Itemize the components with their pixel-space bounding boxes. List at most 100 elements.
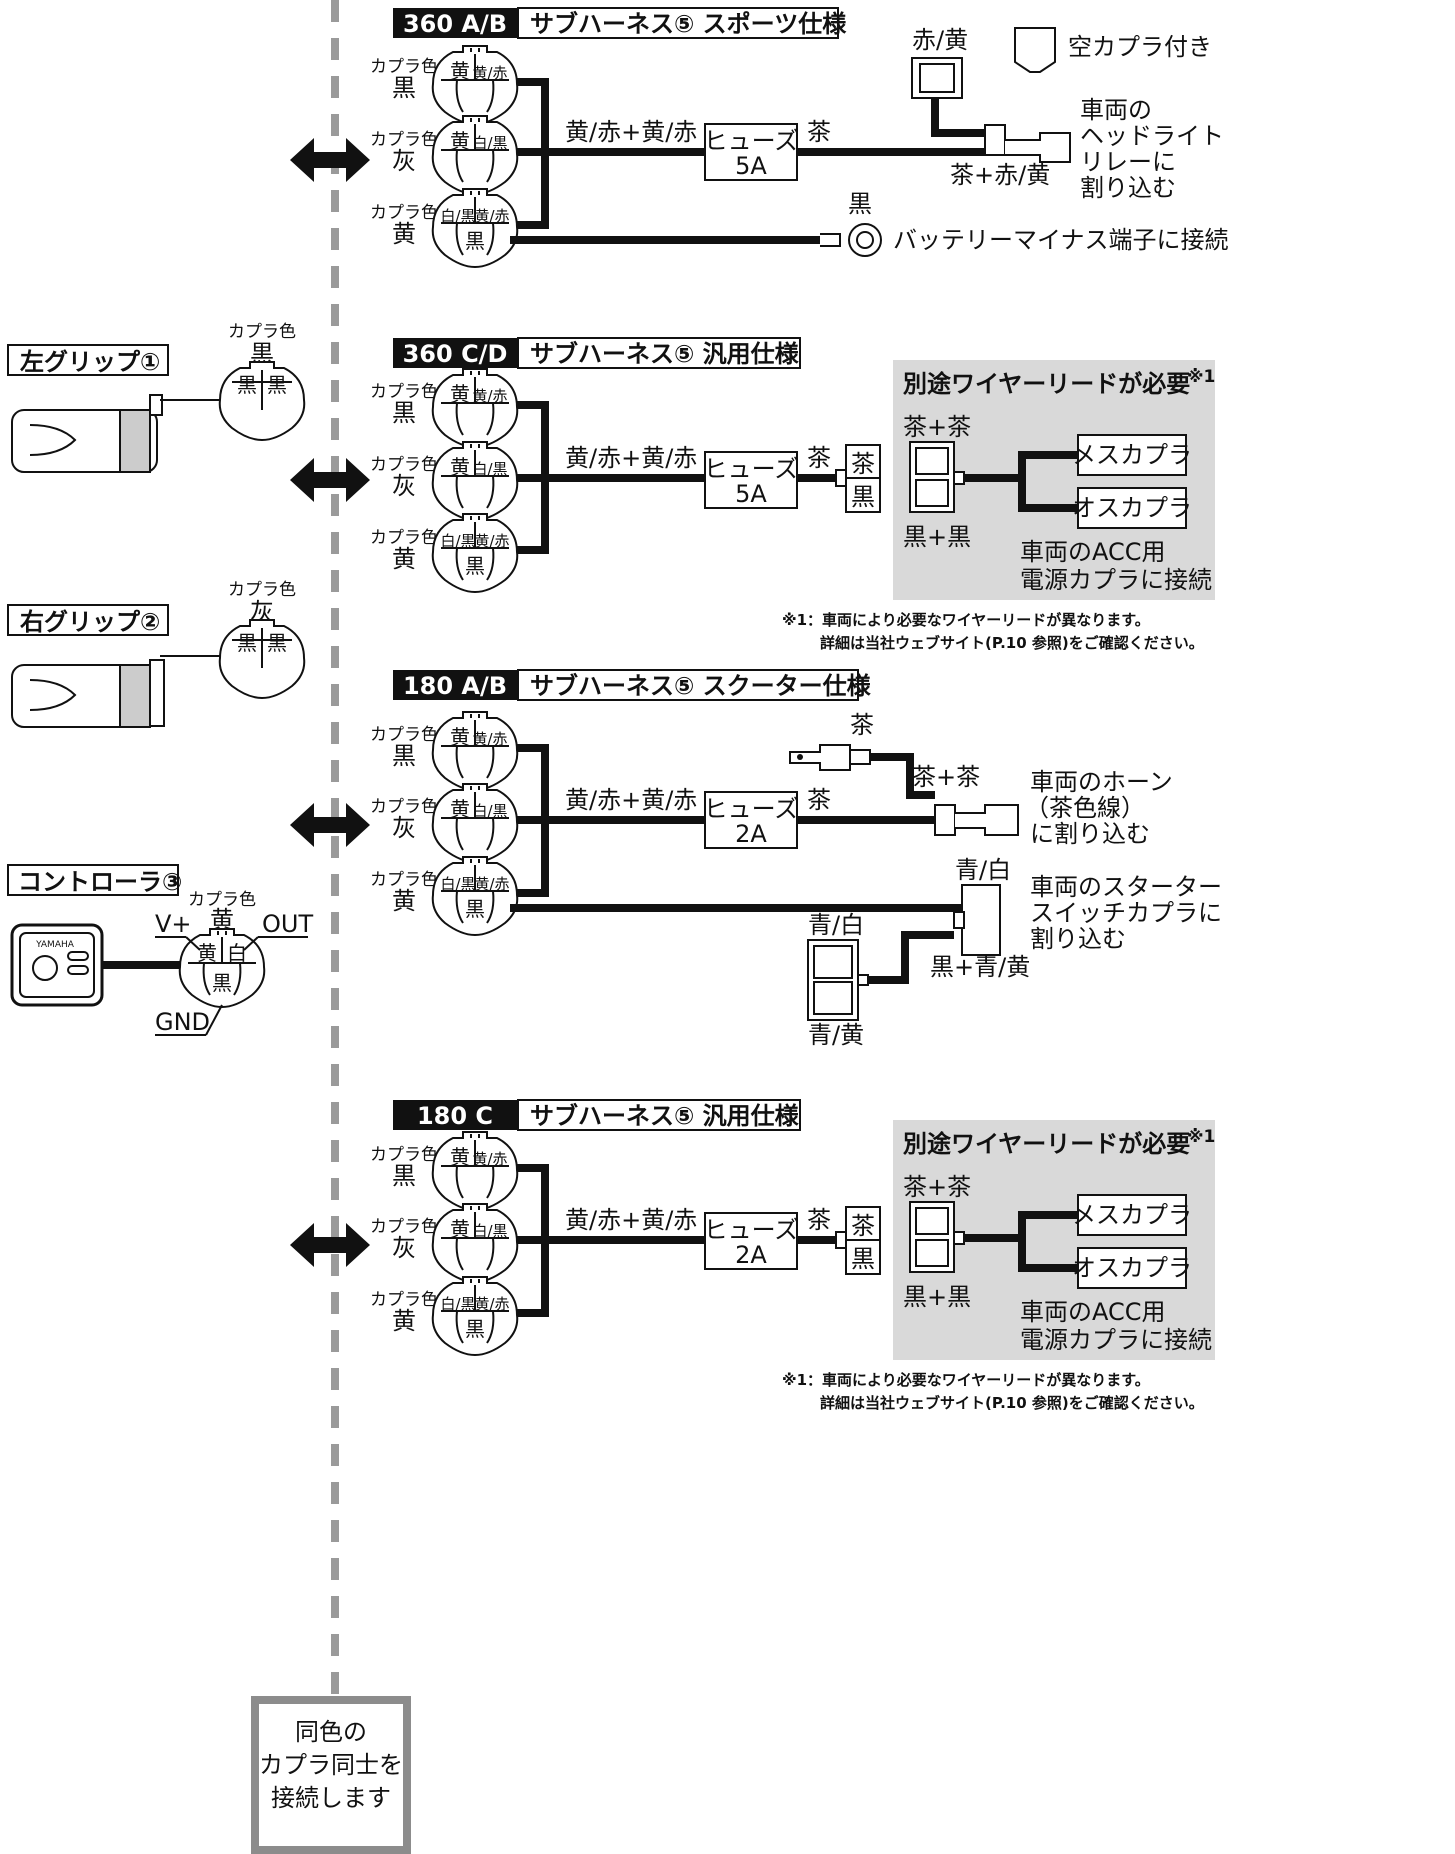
- svg-text:黄/赤: 黄/赤: [474, 532, 509, 550]
- controller-block: コントローラ③ YAMAHA カプラ色 黄 黄 白 黒 V+ OUT GND: [7, 864, 313, 1036]
- svg-text:黄/赤: 黄/赤: [474, 207, 509, 225]
- svg-text:黄/赤: 黄/赤: [472, 64, 507, 82]
- svg-text:カプラ色: カプラ色: [370, 870, 438, 890]
- svg-text:黄/赤+黄/赤: 黄/赤+黄/赤: [565, 444, 697, 472]
- svg-text:灰: 灰: [392, 472, 416, 500]
- s1-coupler-black: [431, 45, 519, 125]
- s3-blue-white2: 青/白: [808, 911, 864, 939]
- s1-vehicle1: 車両の: [1080, 96, 1152, 124]
- right-grip-pin1: 黒: [237, 631, 257, 655]
- s1-c3-label: カプラ色: [370, 203, 438, 223]
- svg-text:灰: 灰: [392, 814, 416, 842]
- svg-text:黄: 黄: [450, 129, 470, 153]
- connect-note-line1: 同色の: [295, 1718, 367, 1746]
- controller-gnd: GND: [155, 1008, 210, 1036]
- controller-pin-yellow: 黄: [197, 941, 217, 965]
- grip-icon: [11, 659, 165, 728]
- section1-title: サブハーネス⑤ スポーツ仕様: [530, 10, 847, 38]
- s1-c2-label: カプラ色: [370, 130, 438, 150]
- s3-horn2: （茶色線）: [1025, 794, 1145, 822]
- connect-arrow: [290, 1223, 370, 1267]
- section3-model: 180 A/B: [403, 672, 507, 700]
- svg-text:黄: 黄: [450, 59, 470, 83]
- section-360ab: 360 A/B サブハーネス⑤ スポーツ仕様 カプラ色 黒 黄 黄/赤 カプラ色…: [290, 7, 1229, 268]
- svg-text:カプラ色: カプラ色: [370, 1290, 438, 1310]
- controller-pin-black: 黒: [212, 971, 232, 995]
- connect-note-box: 同色の カプラ同士を 接続します: [251, 1696, 411, 1854]
- s3-top-brown: 茶: [850, 711, 874, 739]
- s1-splice-color: 茶+赤/黄: [950, 161, 1050, 189]
- s1-coupler-yellow: [431, 188, 519, 268]
- s1-vehicle3: リレーに: [1080, 148, 1176, 176]
- svg-text:白/黒: 白/黒: [440, 875, 475, 893]
- s4-kk: 黒+黒: [903, 1283, 971, 1311]
- svg-text:白/黒: 白/黒: [440, 1295, 475, 1313]
- svg-text:黄: 黄: [392, 887, 416, 915]
- s1-c1-color: 黒: [392, 74, 416, 102]
- svg-text:黒: 黒: [465, 229, 485, 253]
- s1-vehicle4: 割り込む: [1080, 174, 1176, 202]
- svg-text:黄: 黄: [392, 545, 416, 573]
- s1-c3-color: 黄: [392, 220, 416, 248]
- s3-starter1: 車両のスターター: [1030, 873, 1222, 901]
- right-grip-coupler: [218, 619, 306, 699]
- s2-coupler-yellow: [431, 513, 519, 593]
- s3-starter3: 割り込む: [1030, 925, 1126, 953]
- s4-conn-brown: 茶: [851, 1212, 875, 1240]
- left-grip-coupler-label: カプラ色: [228, 322, 296, 342]
- section-360cd: 360 C/D サブハーネス⑤ 汎用仕様 カプラ色 黒 黄 黄/赤 カプラ色 灰…: [290, 337, 1215, 652]
- svg-text:白/黒: 白/黒: [440, 207, 475, 225]
- s4-panel-title: 別途ワイヤーリードが必要: [903, 1130, 1190, 1158]
- svg-text:黒: 黒: [392, 742, 416, 770]
- svg-text:茶: 茶: [807, 444, 831, 472]
- svg-text:黄: 黄: [450, 725, 470, 749]
- left-grip-pin2: 黒: [267, 373, 287, 397]
- controller-title: コントローラ③: [18, 868, 182, 896]
- svg-text:黒: 黒: [392, 399, 416, 427]
- s1-top-color: 赤/黄: [912, 26, 968, 54]
- left-grip-pin1: 黒: [237, 373, 257, 397]
- svg-text:白/黒: 白/黒: [472, 802, 507, 820]
- svg-text:黒: 黒: [465, 554, 485, 578]
- s3-kby: 黒+青/黄: [930, 953, 1030, 981]
- section4-model: 180 C: [417, 1102, 493, 1130]
- s3-starter2: スイッチカプラに: [1030, 899, 1222, 927]
- svg-text:茶: 茶: [807, 786, 831, 814]
- controller-vplus: V+: [155, 910, 192, 938]
- svg-text:灰: 灰: [392, 1234, 416, 1262]
- s4-coupler-yellow: [431, 1276, 519, 1356]
- svg-text:カプラ色: カプラ色: [370, 1217, 438, 1237]
- s3-horn1: 車両のホーン: [1030, 768, 1173, 796]
- connect-note-line2: カプラ同士を: [259, 1751, 403, 1779]
- s1-vehicle2: ヘッドライト: [1080, 122, 1224, 150]
- s4-acc2: 電源カプラに接続: [1020, 1326, 1212, 1354]
- connect-note-line3: 接続します: [271, 1784, 391, 1812]
- s3-horn3: に割り込む: [1030, 820, 1150, 848]
- controller-out: OUT: [262, 910, 313, 938]
- controller-coupler-label: カプラ色: [188, 890, 256, 910]
- s2-coupler-black: [431, 368, 519, 448]
- s2-panel-sup: ※1: [1187, 367, 1215, 387]
- s2-male: オスカプラ: [1072, 494, 1192, 522]
- section-180c: 180 C サブハーネス⑤ 汎用仕様 カプラ色 黒 黄 黄/赤 カプラ色 灰 黄…: [290, 1099, 1215, 1412]
- s3-blue-yellow: 青/黄: [808, 1021, 864, 1049]
- right-grip-pin2: 黒: [267, 631, 287, 655]
- right-grip-coupler-label: カプラ色: [228, 580, 296, 600]
- controller-coupler: [178, 928, 266, 1008]
- s1-c1-label: カプラ色: [370, 57, 438, 77]
- svg-text:黄/赤: 黄/赤: [472, 387, 507, 405]
- left-grip-title: 左グリップ①: [20, 348, 160, 376]
- s1-wire-yr: 黄/赤+黄/赤: [565, 118, 697, 146]
- s4-conn-black: 黒: [851, 1245, 875, 1273]
- s3-coupler-gray: [431, 783, 519, 863]
- left-grip-block: 左グリップ① カプラ色 黒 黒 黒: [7, 322, 306, 473]
- svg-text:黄/赤+黄/赤: 黄/赤+黄/赤: [565, 1206, 697, 1234]
- controller-pin-white: 白: [227, 941, 247, 965]
- s2-bb: 茶+茶: [903, 413, 971, 441]
- svg-text:ヒューズ: ヒューズ: [704, 1216, 799, 1244]
- svg-text:ヒューズ: ヒューズ: [704, 455, 799, 483]
- grip-icon: [11, 394, 163, 473]
- s2-fuse-value: 5A: [735, 480, 767, 508]
- svg-text:黄/赤: 黄/赤: [472, 730, 507, 748]
- s2-female: メスカプラ: [1072, 441, 1192, 469]
